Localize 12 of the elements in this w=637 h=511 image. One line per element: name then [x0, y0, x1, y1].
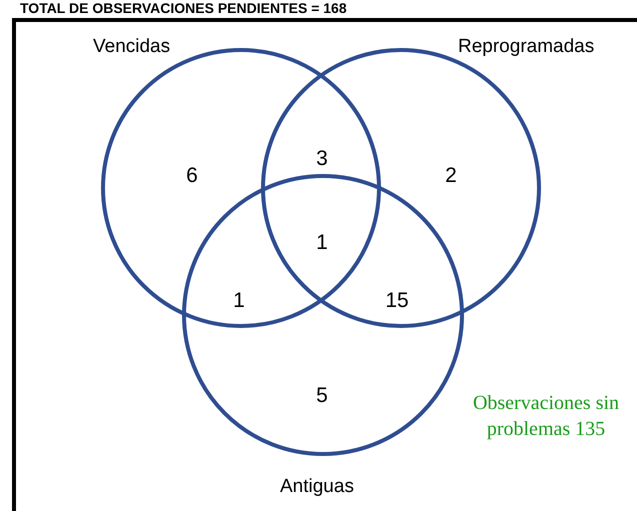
- region-count: 1: [316, 231, 328, 255]
- region-count: 1: [233, 289, 245, 313]
- region-count: 3: [316, 147, 328, 171]
- region-count: 6: [186, 164, 198, 188]
- region-count: 15: [385, 289, 409, 313]
- diagram-title: TOTAL DE OBSERVACIONES PENDIENTES = 168: [20, 0, 347, 16]
- outside-note: Observaciones sin problemas 135: [472, 391, 620, 442]
- set-label: Antiguas: [280, 476, 354, 498]
- region-count: 5: [316, 384, 328, 408]
- set-label: Vencidas: [93, 36, 170, 58]
- region-count: 2: [445, 164, 457, 188]
- set-label: Reprogramadas: [458, 36, 594, 58]
